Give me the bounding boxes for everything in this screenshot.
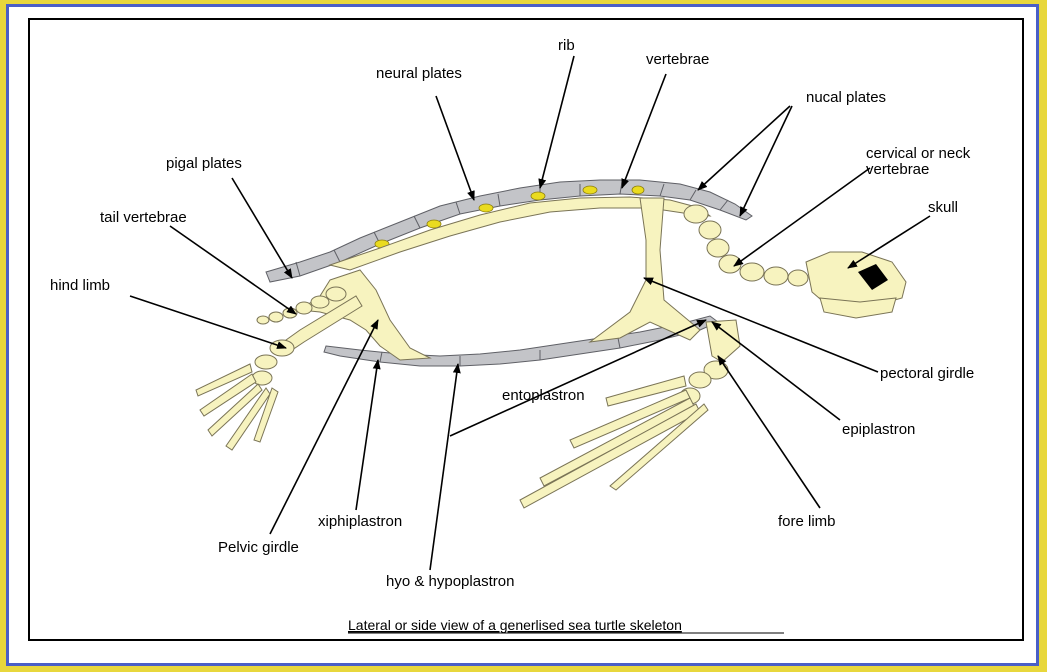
- label-pelvic-girdle: Pelvic girdle: [218, 539, 299, 556]
- label-nucal-plates: nucal plates: [806, 89, 886, 106]
- label-vertebrae: vertebrae: [646, 51, 709, 68]
- label-cervical-line2: vertebrae: [866, 161, 929, 178]
- label-neural-plates: neural plates: [376, 65, 462, 82]
- label-skull: skull: [928, 199, 958, 216]
- label-rib: rib: [558, 37, 575, 54]
- label-epiplastron: epiplastron: [842, 421, 915, 438]
- diagram-panel: [29, 19, 1023, 640]
- label-xiphiplastron: xiphiplastron: [318, 513, 402, 530]
- label-fore-limb: fore limb: [778, 513, 836, 530]
- diagram-caption: Lateral or side view of a generlised sea…: [348, 617, 682, 633]
- label-cervical-line1: cervical or neck: [866, 145, 971, 162]
- label-entoplastron: entoplastron: [502, 387, 585, 404]
- label-hyo-hypoplastron: hyo & hypoplastron: [386, 573, 514, 590]
- label-pectoral-girdle: pectoral girdle: [880, 365, 974, 382]
- label-tail-vertebrae: tail vertebrae: [100, 209, 187, 226]
- label-hind-limb: hind limb: [50, 277, 110, 294]
- label-pigal-plates: pigal plates: [166, 155, 242, 172]
